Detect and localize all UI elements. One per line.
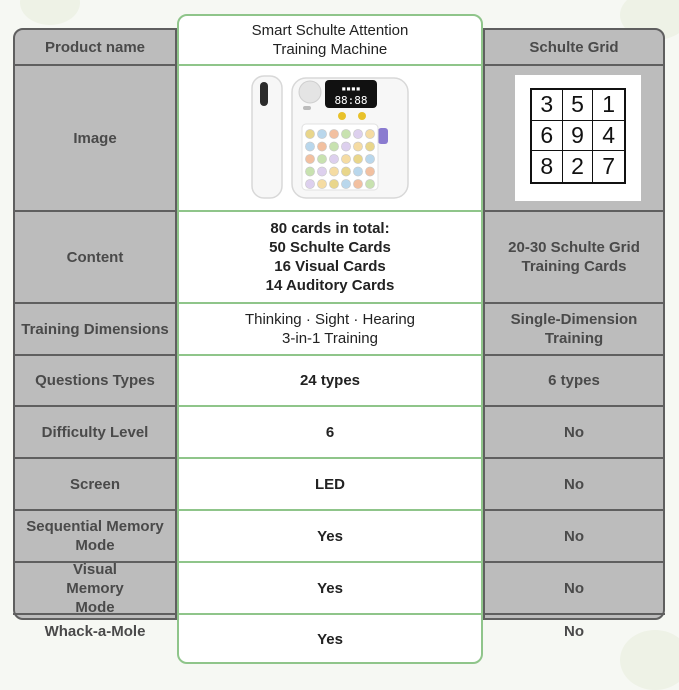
svg-text:▪▪▪▪: ▪▪▪▪ <box>341 84 360 93</box>
grid-screen: No <box>564 475 584 493</box>
grid-content: 20-30 Schulte Grid Training Cards <box>508 239 640 275</box>
machine-sequential-memory: Yes <box>317 527 343 545</box>
face-button <box>305 166 315 177</box>
grid-number: 7 <box>602 153 616 180</box>
highlight-row-divider <box>179 302 481 304</box>
machine-whack-a-mole: Yes <box>317 630 343 648</box>
face-button <box>305 179 315 189</box>
face-button <box>329 129 339 139</box>
face-button <box>329 166 339 177</box>
grid-visual-memory: No <box>564 579 584 597</box>
highlight-row-divider <box>179 613 481 615</box>
grid-product-name: Schulte Grid <box>529 38 619 56</box>
row-label-training-dimensions: Training Dimensions <box>21 320 169 338</box>
face-button <box>305 141 315 152</box>
face-button <box>317 129 327 139</box>
face-button <box>305 154 315 164</box>
grid-sequential-memory: No <box>564 527 584 545</box>
grid-number: 1 <box>593 90 624 121</box>
machine-screen: LED <box>315 475 345 493</box>
face-button <box>329 179 339 189</box>
machine-question-types: 24 types <box>299 372 361 389</box>
grid-number: 5 <box>562 90 594 121</box>
machine-difficulty-level: 6 <box>325 423 335 441</box>
face-button <box>317 141 327 152</box>
grid-training-dimensions: Single-Dimension Training <box>510 311 638 347</box>
highlight-row-divider <box>179 354 481 356</box>
row-label-question-types: Questions Types <box>35 372 155 389</box>
face-button <box>317 179 327 189</box>
face-button <box>353 166 363 177</box>
grid-whack-a-mole: No <box>564 623 584 640</box>
face-button <box>341 129 351 139</box>
dimension-line: Thinking · Sight · Hearing <box>244 311 416 328</box>
face-button <box>365 179 375 189</box>
highlight-row-divider <box>179 509 481 511</box>
schulte-grid-picture: 3 5 1 6 9 4 8 2 7 <box>515 75 641 201</box>
face-button <box>305 129 315 139</box>
attention-machine-illustration: ▪▪▪▪ 88:88 <box>251 75 409 199</box>
highlight-row-divider <box>179 64 481 66</box>
row-label-content: Content <box>66 248 124 266</box>
row-label-visual-memory: Visual Memory Mode <box>66 560 124 616</box>
row-label-sequential-memory: Sequential Memory Mode <box>26 518 164 554</box>
content-line: 80 cards in total: <box>270 220 390 237</box>
grid-number: 9 <box>562 120 594 152</box>
face-button <box>341 154 351 164</box>
face-button <box>353 141 363 152</box>
highlight-row-divider <box>179 561 481 563</box>
face-button <box>365 166 375 177</box>
machine-image: ▪▪▪▪ 88:88 <box>179 66 481 210</box>
highlight-row-divider <box>179 457 481 459</box>
schulte-grid-board: 3 5 1 6 9 4 8 2 7 <box>530 88 626 184</box>
svg-text:88:88: 88:88 <box>334 94 367 107</box>
face-button <box>365 129 375 139</box>
face-button <box>365 141 375 152</box>
row-label-product-name: Product name <box>44 38 146 56</box>
grid-number: 2 <box>563 151 594 182</box>
content-line: 50 Schulte Cards <box>269 239 391 256</box>
dimension-line: 3-in-1 Training <box>282 330 378 347</box>
row-label-image: Image <box>73 129 117 147</box>
face-button <box>341 166 351 177</box>
highlight-row-divider <box>179 405 481 407</box>
face-button <box>341 179 351 189</box>
highlight-row-divider <box>179 210 481 212</box>
background-doodle <box>20 0 80 25</box>
face-button <box>353 129 363 139</box>
machine-training-dimensions: Thinking · Sight · Hearing 3-in-1 Traini… <box>179 304 481 354</box>
face-button <box>353 179 363 189</box>
face-button <box>317 166 327 177</box>
grid-number: 6 <box>532 120 563 152</box>
machine-product-name: Smart Schulte Attention Training Machine <box>251 22 409 58</box>
content-line: 16 Visual Cards <box>274 258 386 275</box>
row-label-difficulty-level: Difficulty Level <box>41 423 149 441</box>
face-button <box>353 154 363 164</box>
face-button <box>329 154 339 164</box>
face-button <box>329 141 339 152</box>
content-line: 14 Auditory Cards <box>265 277 395 294</box>
row-label-whack-a-mole: Whack-a-Mole <box>44 623 146 640</box>
row-label-screen: Screen <box>69 475 121 493</box>
grid-difficulty-level: No <box>564 423 584 441</box>
grid-number: 8 <box>532 151 563 182</box>
grid-number: 4 <box>593 121 624 152</box>
face-button <box>341 141 351 152</box>
machine-visual-memory: Yes <box>317 579 343 597</box>
face-button <box>317 154 327 164</box>
grid-number: 3 <box>532 90 563 121</box>
column-divider <box>483 28 485 620</box>
column-divider <box>175 28 177 620</box>
grid-question-types: 6 types <box>548 372 600 389</box>
face-button <box>365 154 375 164</box>
machine-content: 80 cards in total: 50 Schulte Cards 16 V… <box>179 212 481 302</box>
